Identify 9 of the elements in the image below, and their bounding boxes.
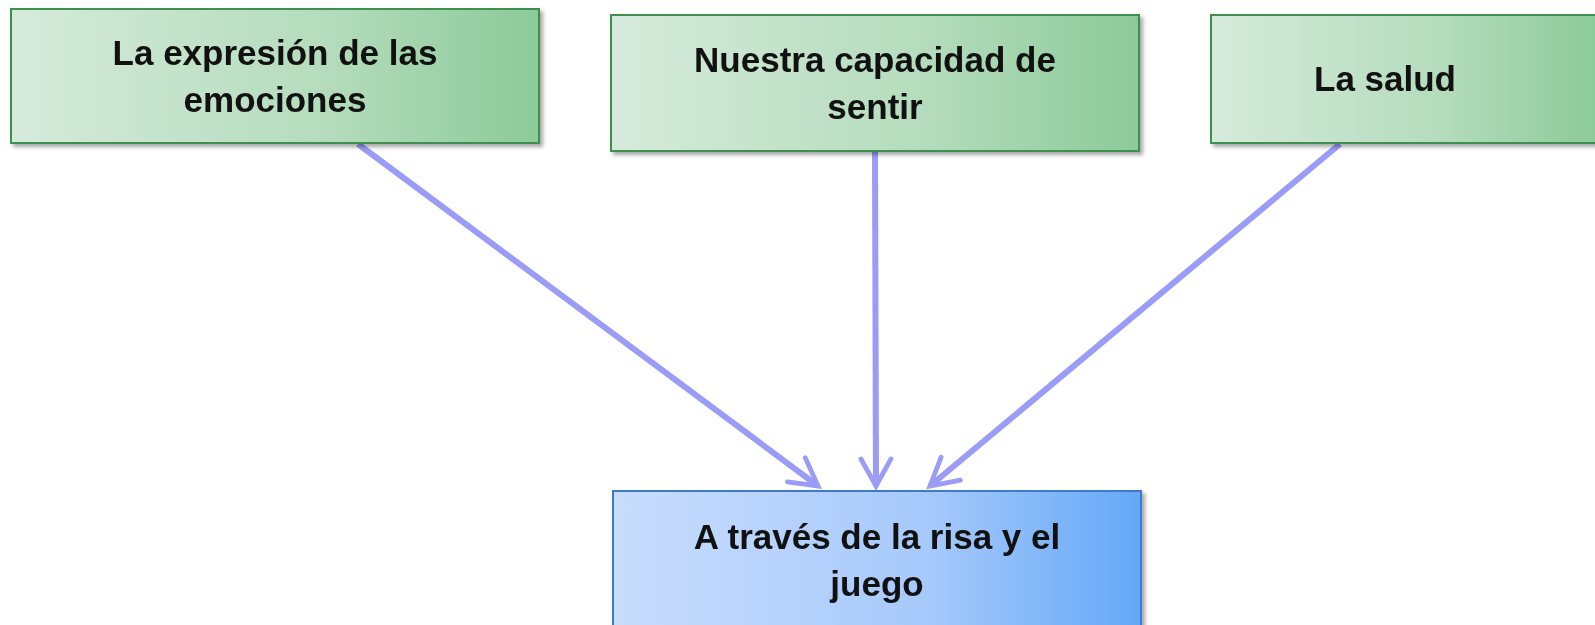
concept-box (610, 14, 1140, 152)
box-label: La expresión de las emociones (111, 31, 439, 121)
box-label: La salud (1313, 58, 1457, 101)
concept-box (10, 8, 540, 144)
box-label: A través de la risa y el juego (692, 515, 1062, 605)
box-label: Nuestra capacidad de sentir (693, 38, 1057, 128)
arrow (858, 152, 894, 489)
concept-box (612, 490, 1142, 625)
concept-box (1210, 14, 1595, 144)
